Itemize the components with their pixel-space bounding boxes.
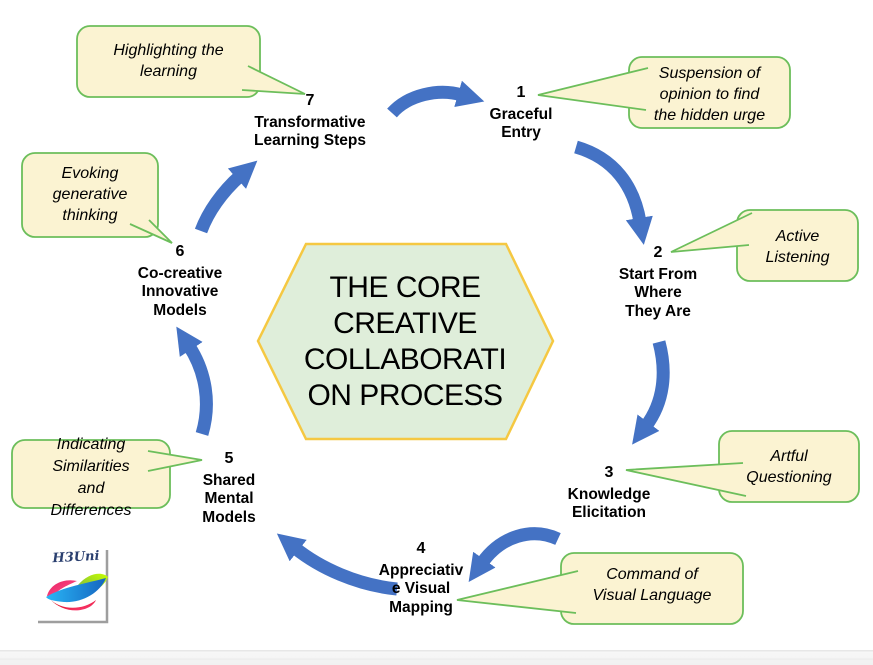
step-2-label: Start From Where They Are <box>618 265 698 320</box>
arrow-3-to-4 <box>468 527 561 582</box>
step-1-label: Graceful Entry <box>489 105 553 142</box>
callout-bubble-step3 <box>625 430 860 503</box>
step-2-number: 2 <box>653 244 663 261</box>
step-5-number: 5 <box>224 450 234 467</box>
arrow-7-to-1 <box>387 80 485 118</box>
arrow-2-to-3 <box>632 340 670 445</box>
step-7: 7 Transformative Learning Steps <box>230 92 390 151</box>
step-6-number: 6 <box>175 243 185 260</box>
callout-text-step4: Command of Visual Language <box>592 566 712 604</box>
callout-bubble-step1 <box>537 56 791 129</box>
step-6-label: Co-creative Innovative Models <box>137 264 223 319</box>
step-1-number: 1 <box>516 84 526 101</box>
h3uni-logo-text: H3Uni <box>52 548 100 567</box>
step-3-number: 3 <box>604 464 614 481</box>
step-1: 1 Graceful Entry <box>471 84 571 143</box>
callout-bubble-step4 <box>456 552 744 625</box>
callout-text-step7: Highlighting the learning <box>113 42 224 80</box>
logo-bowl-red <box>50 599 96 611</box>
center-hexagon-shape <box>256 242 555 441</box>
step-7-number: 7 <box>305 92 315 109</box>
step-3: 3 Knowledge Elicitation <box>549 464 669 523</box>
callout-bubble-step6 <box>21 152 173 244</box>
callout-text-step1: Suspension of opinion to find the hidden… <box>653 65 766 124</box>
step-4-number: 4 <box>416 540 426 557</box>
h3uni-logo-icon <box>38 550 109 624</box>
callout-text-step2: Active Listening <box>765 228 830 266</box>
step-2: 2 Start From Where They Are <box>608 244 708 321</box>
callout-text-step6: Evoking generative thinking <box>52 165 128 224</box>
logo-frame-lines <box>38 550 109 624</box>
callout-bubble-step5 <box>11 439 203 509</box>
step-4: 4 Appreciativ e Visual Mapping <box>366 540 476 617</box>
arrow-5-to-6 <box>176 326 213 436</box>
step-5-label: Shared Mental Models <box>202 471 256 526</box>
callout-bubble-step2 <box>670 209 859 282</box>
arrow-1-to-2 <box>573 140 653 245</box>
callout-bubble-step7 <box>76 25 306 98</box>
step-5: 5 Shared Mental Models <box>179 450 279 527</box>
logo-wave-blue <box>46 578 106 603</box>
callout-text-step3: Artful Questioning <box>746 448 832 486</box>
step-6: 6 Co-creative Innovative Models <box>125 243 235 320</box>
step-4-label: Appreciativ e Visual Mapping <box>378 561 464 616</box>
arrow-6-to-7 <box>194 160 258 234</box>
step-3-label: Knowledge Elicitation <box>567 485 651 522</box>
step-7-label: Transformative Learning Steps <box>254 113 366 150</box>
bottom-scrollbar-track <box>0 650 873 665</box>
callout-text-step5: Indicating Similarities and Differences <box>50 436 132 519</box>
arrow-4-to-5 <box>276 533 398 596</box>
diagram-title: THE CORE CREATIVE COLLABORATI ON PROCESS <box>303 271 507 412</box>
h3uni-logo: H3Uni <box>30 545 115 630</box>
